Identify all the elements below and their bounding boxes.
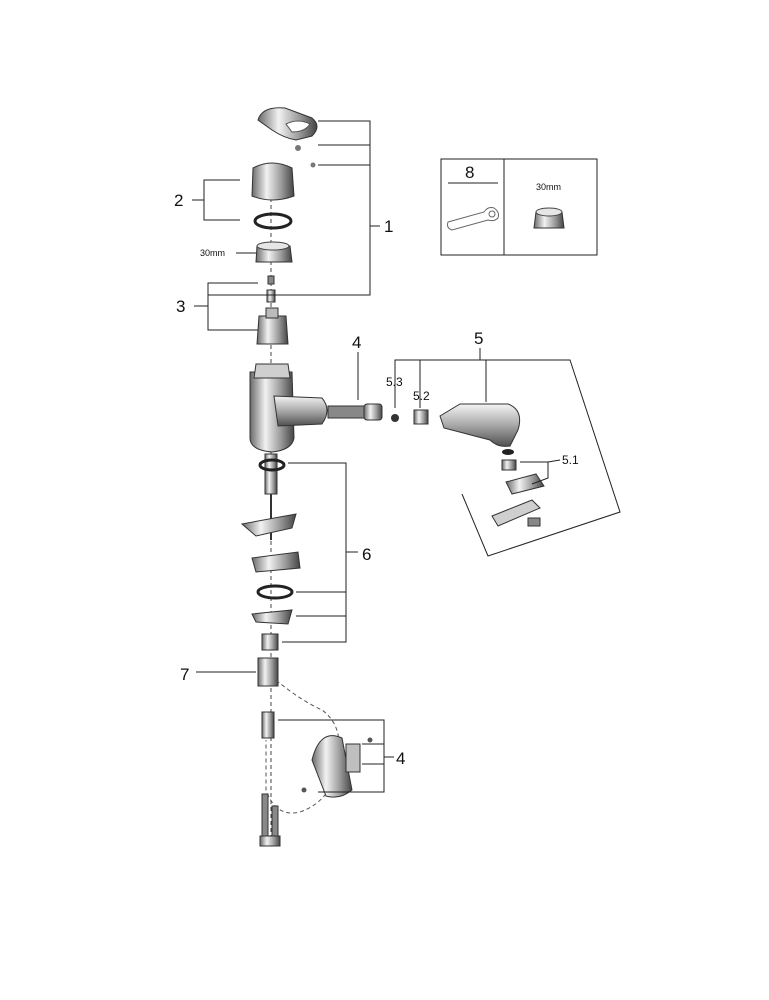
tool-size-label: 30mm xyxy=(536,182,561,192)
cartridge-size-label: 30mm xyxy=(200,248,225,258)
mounting-kit-part xyxy=(240,458,301,625)
spray-head-part xyxy=(439,403,545,527)
callout-lines xyxy=(192,120,621,793)
flex-hoses-part xyxy=(259,793,281,847)
label-2: 2 xyxy=(174,191,183,210)
spanner-icon xyxy=(447,207,499,231)
label-5-3: 5.3 xyxy=(386,375,403,389)
faucet-body-part xyxy=(249,363,328,453)
spout-hose-part xyxy=(327,403,429,425)
socket-icon xyxy=(533,207,565,229)
callout-labels: 1 2 3 4 5 5.3 5.2 5.1 6 7 4 30mm xyxy=(174,191,579,768)
o-ring-part xyxy=(253,212,293,230)
label-6: 6 xyxy=(362,545,371,564)
label-4-holder: 4 xyxy=(396,749,405,768)
label-3: 3 xyxy=(176,297,185,316)
label-5: 5 xyxy=(474,329,483,348)
cartridge-part xyxy=(256,307,289,345)
label-1: 1 xyxy=(384,217,393,236)
supply-hose-part xyxy=(264,453,278,540)
tool-box: 8 30mm xyxy=(440,158,598,256)
label-7: 7 xyxy=(180,665,189,684)
cartridge-nut-part xyxy=(255,241,293,263)
label-5-1: 5.1 xyxy=(562,453,579,467)
hose-loop xyxy=(265,679,340,814)
cap-part xyxy=(251,162,295,201)
handle-part xyxy=(257,107,318,168)
small-fittings-part xyxy=(266,275,276,303)
label-4-spout: 4 xyxy=(352,333,361,352)
label-8: 8 xyxy=(465,163,474,182)
label-5-2: 5.2 xyxy=(413,389,430,403)
coupling-part xyxy=(257,633,279,687)
hose-weight-part xyxy=(261,711,373,798)
